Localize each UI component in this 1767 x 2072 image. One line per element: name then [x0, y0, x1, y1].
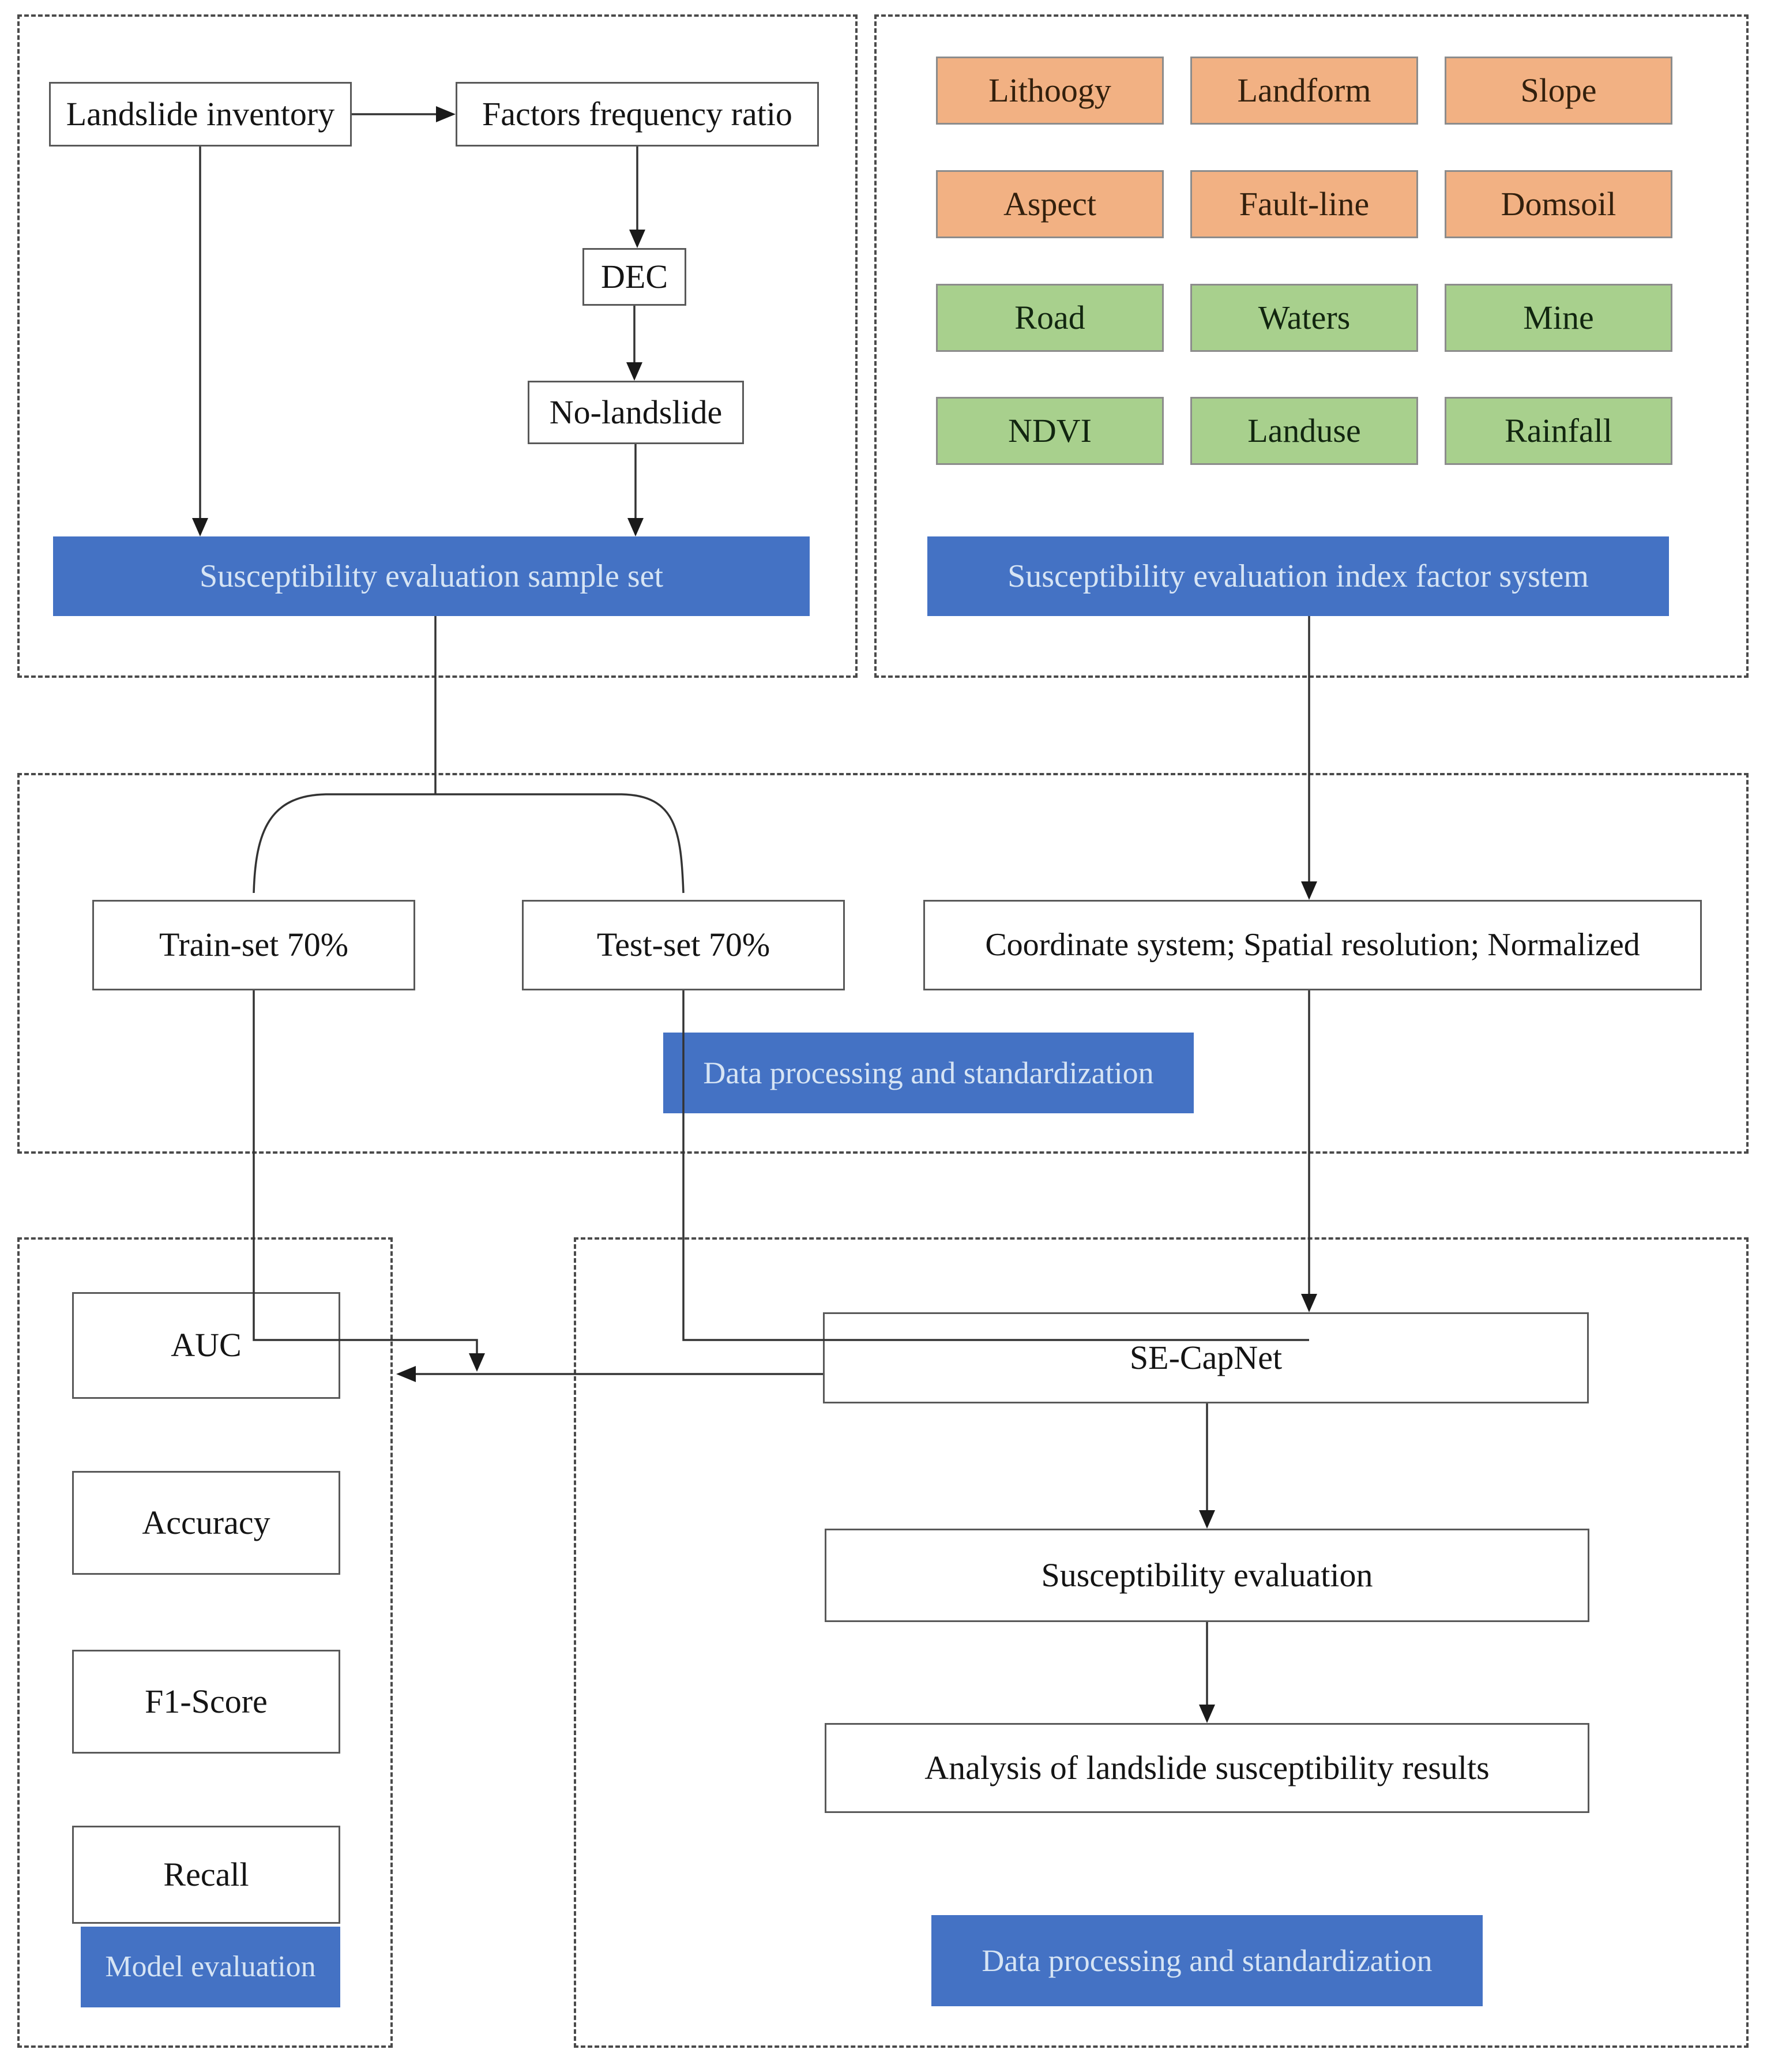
- factor-box-domsoil: Domsoil: [1445, 170, 1672, 238]
- factor-box-lithology: Lithoogy: [936, 57, 1164, 125]
- model-flow-bar: Data processing and standardization: [931, 1915, 1483, 2006]
- metric-box-auc: AUC: [72, 1292, 340, 1399]
- factor-box-fault-line: Fault-line: [1190, 170, 1418, 238]
- se-capnet-box: SE-CapNet: [823, 1312, 1589, 1403]
- factor-box-slope: Slope: [1445, 57, 1672, 125]
- factor-box-ndvi: NDVI: [936, 397, 1164, 465]
- model-evaluation-bar: Model evaluation: [81, 1927, 340, 2007]
- factors-frequency-ratio-box: Factors frequency ratio: [456, 82, 819, 147]
- section-factor-system: [874, 14, 1749, 678]
- factor-system-bar: Susceptibility evaluation index factor s…: [927, 536, 1669, 616]
- susceptibility-evaluation-box: Susceptibility evaluation: [825, 1529, 1589, 1622]
- metric-box-f1-score: F1-Score: [72, 1650, 340, 1754]
- factor-box-road: Road: [936, 284, 1164, 352]
- section-model-evaluation: [17, 1237, 393, 2048]
- test-set-box: Test-set 70%: [522, 900, 845, 990]
- factor-box-aspect: Aspect: [936, 170, 1164, 238]
- metric-box-recall: Recall: [72, 1826, 340, 1924]
- no-landslide-box: No-landslide: [528, 381, 744, 444]
- landslide-inventory-box: Landslide inventory: [49, 82, 352, 147]
- factor-box-rainfall: Rainfall: [1445, 397, 1672, 465]
- sample-set-bar: Susceptibility evaluation sample set: [53, 536, 810, 616]
- analysis-results-box: Analysis of landslide susceptibility res…: [825, 1723, 1589, 1813]
- data-processing-bar: Data processing and standardization: [663, 1033, 1194, 1113]
- dec-box: DEC: [582, 248, 686, 306]
- factor-box-landform: Landform: [1190, 57, 1418, 125]
- arrowhead-down-icon: [469, 1353, 485, 1372]
- factor-box-waters: Waters: [1190, 284, 1418, 352]
- section-sample-set: [17, 14, 858, 678]
- arrowhead-left-icon: [396, 1366, 416, 1382]
- factor-box-mine: Mine: [1445, 284, 1672, 352]
- coordinate-system-box: Coordinate system; Spatial resolution; N…: [923, 900, 1702, 990]
- factor-box-landuse: Landuse: [1190, 397, 1418, 465]
- train-set-box: Train-set 70%: [92, 900, 415, 990]
- metric-box-accuracy: Accuracy: [72, 1471, 340, 1575]
